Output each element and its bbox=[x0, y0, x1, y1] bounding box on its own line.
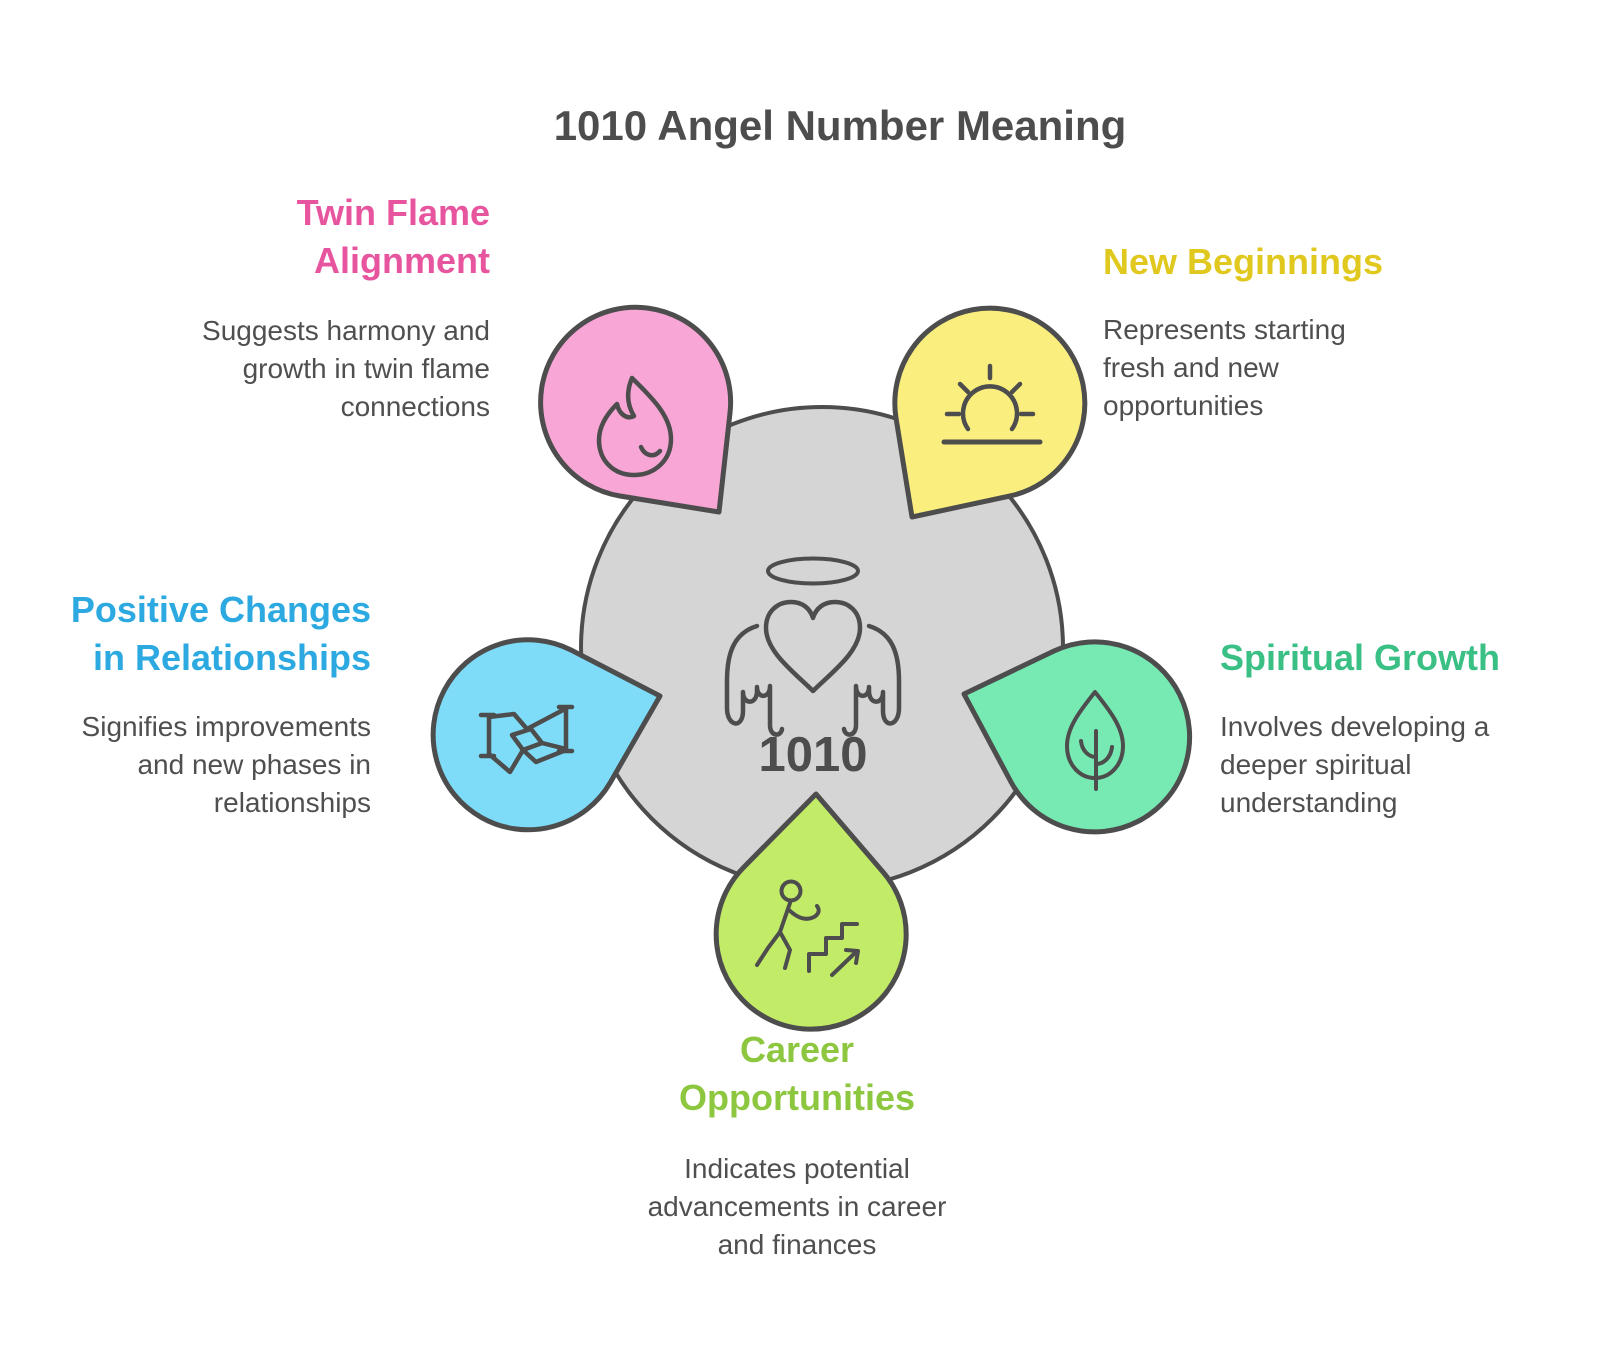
petal-new-beginnings bbox=[892, 305, 1088, 520]
sunrise-icon bbox=[941, 363, 1043, 445]
heading-career: Career Opportunities bbox=[679, 1029, 915, 1118]
right-wing-icon bbox=[841, 623, 902, 737]
page-title: 1010 Angel Number Meaning bbox=[553, 102, 1127, 149]
flame-icon bbox=[596, 375, 674, 478]
body-spiritual-growth: Involves developing a deeper spiritual u… bbox=[1220, 711, 1490, 818]
angel-icon: 1010 bbox=[724, 556, 902, 782]
person-climbing-stairs-icon bbox=[755, 879, 860, 977]
handshake-icon bbox=[478, 704, 575, 775]
body-positive-changes: Signifies improvements and new phases in… bbox=[81, 711, 371, 818]
petal-twin-flame bbox=[538, 304, 734, 515]
heading-positive-changes: Positive Changes in Relationships bbox=[70, 589, 371, 678]
body-twin-flame: Suggests harmony and growth in twin flam… bbox=[202, 315, 490, 422]
left-wing-icon bbox=[724, 623, 785, 737]
heading-spiritual-growth: Spiritual Growth bbox=[1220, 637, 1501, 678]
heading-new-beginnings: New Beginnings bbox=[1103, 241, 1384, 282]
heading-twin-flame: Twin Flame Alignment bbox=[296, 192, 490, 281]
body-new-beginnings: Represents starting fresh and new opport… bbox=[1103, 314, 1346, 421]
halo-icon bbox=[766, 556, 860, 586]
body-career: Indicates potential advancements in care… bbox=[647, 1153, 947, 1260]
petal-positive-changes bbox=[430, 637, 663, 833]
center-number: 1010 bbox=[758, 728, 867, 782]
leaf-icon bbox=[1065, 690, 1125, 791]
petal-spiritual-growth bbox=[961, 639, 1193, 835]
heart-icon bbox=[763, 599, 863, 694]
petal-career bbox=[713, 791, 909, 1032]
